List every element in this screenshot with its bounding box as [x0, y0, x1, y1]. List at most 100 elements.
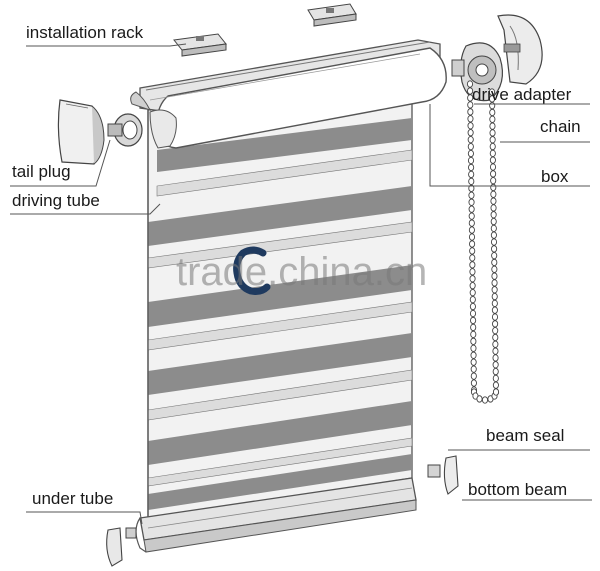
chain-bead	[481, 396, 489, 404]
label-installation-rack: installation rack	[26, 23, 144, 42]
chain-bead	[491, 245, 498, 253]
chain-bead	[467, 122, 474, 130]
chain-bead	[490, 224, 497, 233]
chain-bead	[469, 295, 476, 304]
label-bottom-beam: bottom beam	[468, 480, 568, 499]
chain-bead	[491, 292, 498, 301]
chain-bead	[470, 372, 477, 380]
beam-seal-parts	[427, 455, 459, 495]
chain-bead	[489, 142, 496, 151]
under-tube-parts	[106, 527, 137, 567]
chain-bead	[468, 163, 475, 172]
chain-bead	[492, 354, 499, 362]
chain-bead	[469, 240, 476, 248]
chain-bead	[467, 108, 474, 116]
chain-bead	[489, 163, 497, 171]
chain-bead	[469, 261, 476, 269]
chain-bead	[469, 309, 477, 318]
label-under-tube: under tube	[32, 489, 114, 508]
chain-bead	[492, 347, 499, 355]
chain-bead	[468, 219, 475, 227]
chain-bead	[492, 381, 499, 389]
chain-bead	[470, 330, 477, 339]
chain-bead	[467, 87, 474, 95]
chain-bead	[489, 129, 496, 137]
chain-bead	[492, 340, 499, 348]
chain-bead	[489, 115, 496, 123]
chain-bead	[489, 149, 496, 158]
chain-bead	[491, 258, 498, 267]
chain-bead	[492, 367, 499, 376]
chain-bead	[492, 374, 499, 383]
chain-bead	[490, 217, 497, 226]
chain-bead	[490, 170, 497, 178]
chain-bead	[467, 142, 474, 151]
installation-rack-parts	[173, 3, 357, 57]
watermark-text: trade.china.cn	[176, 250, 428, 294]
fabric-panel	[147, 87, 413, 521]
chain-bead	[469, 268, 476, 276]
bottom-beam-part	[135, 477, 417, 553]
chain-bead	[468, 198, 475, 206]
chain-bead	[466, 80, 474, 88]
chain-bead	[468, 184, 475, 192]
chain-bead	[492, 361, 499, 369]
chain-bead	[467, 135, 474, 144]
chain-bead	[468, 212, 475, 220]
chain-bead	[492, 388, 500, 396]
watermark-logo	[233, 246, 271, 295]
chain-bead	[490, 238, 498, 246]
chain-bead	[468, 170, 475, 179]
chain-bead	[470, 316, 477, 325]
chain-bead	[492, 333, 499, 342]
chain-bead	[467, 156, 475, 165]
chain-bead	[467, 115, 474, 123]
label-beam-seal: beam seal	[486, 426, 565, 445]
leader-lines	[10, 43, 592, 525]
chain-bead	[470, 358, 477, 366]
chain-bead	[470, 323, 477, 332]
chain-bead	[491, 279, 498, 287]
label-box: box	[541, 167, 569, 186]
label-drive-adapter: drive adapter	[472, 85, 572, 104]
label-chain: chain	[540, 117, 581, 136]
chain-bead	[467, 94, 474, 102]
chain-bead	[491, 286, 498, 294]
chain-bead	[469, 288, 476, 297]
chain-bead	[490, 176, 497, 185]
chain-bead	[470, 351, 477, 359]
chain-bead	[492, 320, 499, 328]
chain-bead	[470, 344, 477, 352]
chain-bead	[489, 122, 496, 130]
chain-bead	[489, 156, 496, 164]
chain-bead	[468, 191, 475, 199]
chain-bead	[491, 272, 498, 280]
chain-bead	[490, 197, 497, 205]
chain-bead	[491, 265, 498, 273]
label-driving-tube: driving tube	[12, 191, 100, 210]
driving-tube-plug	[107, 113, 143, 147]
head-box	[130, 39, 447, 149]
chain-bead	[491, 299, 498, 308]
chain-bead	[468, 177, 475, 186]
chain-bead	[469, 247, 476, 255]
chain-bead	[489, 108, 496, 117]
chain-bead	[469, 275, 476, 283]
chain-bead	[490, 204, 497, 212]
chain-bead	[490, 190, 497, 198]
chain-bead	[470, 337, 477, 345]
chain-bead	[490, 211, 497, 219]
chain-bead	[467, 101, 474, 109]
chain-bead	[492, 326, 499, 335]
chain-bead	[467, 129, 474, 137]
chain-bead	[476, 395, 483, 403]
chain-bead	[469, 302, 476, 311]
chain-bead	[468, 226, 475, 234]
chain-bead	[467, 149, 474, 158]
chain-bead	[470, 365, 477, 373]
bead-chain	[466, 80, 500, 404]
tail-plug-part	[57, 99, 105, 165]
chain-bead	[490, 231, 497, 239]
